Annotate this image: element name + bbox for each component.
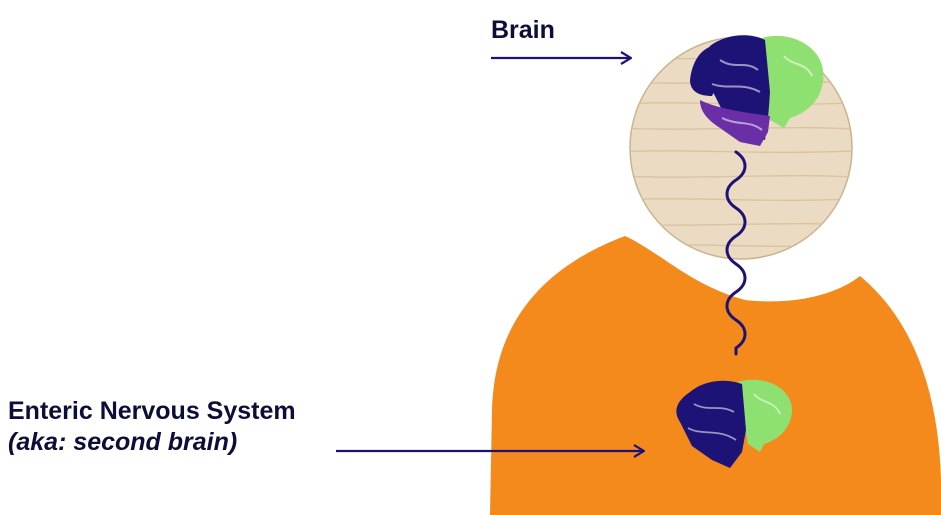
enteric-subtitle: (aka: second brain)	[8, 427, 296, 458]
brain-label: Brain	[491, 16, 555, 45]
enteric-title: Enteric Nervous System	[8, 396, 296, 427]
body-torso	[490, 236, 941, 515]
enteric-nervous-system-label: Enteric Nervous System (aka: second brai…	[8, 396, 296, 458]
